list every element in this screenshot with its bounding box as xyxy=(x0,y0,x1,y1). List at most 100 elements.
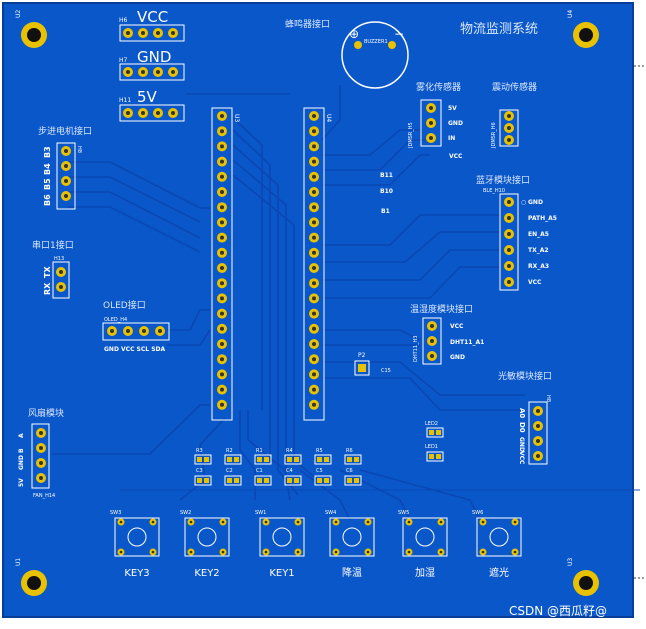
svg-text:D0: D0 xyxy=(518,422,526,433)
resistor xyxy=(314,454,332,465)
test-point-p2: P2 C15 xyxy=(354,352,391,376)
resistor-label: R4 xyxy=(286,448,293,454)
svg-text:BUZZER1: BUZZER1 xyxy=(364,39,388,45)
switch-ref: SW1 xyxy=(255,510,266,516)
svg-text:H11: H11 xyxy=(119,97,131,104)
svg-text:VCC: VCC xyxy=(449,153,463,160)
svg-text:U1: U1 xyxy=(15,558,22,566)
svg-text:H13: H13 xyxy=(54,256,64,262)
svg-text:OLED_H4: OLED_H4 xyxy=(104,317,127,323)
svg-text:U4: U4 xyxy=(567,10,574,18)
svg-text:B3: B3 xyxy=(43,146,52,158)
capacitor xyxy=(314,475,332,486)
svg-text:LED1: LED1 xyxy=(425,444,438,450)
svg-text:GND: GND xyxy=(528,199,543,206)
capacitor xyxy=(254,475,272,486)
svg-text:5V: 5V xyxy=(137,88,158,106)
watermark: CSDN @西瓜籽@ xyxy=(509,604,607,618)
svg-text:5V: 5V xyxy=(18,478,25,487)
svg-text:B5: B5 xyxy=(43,178,52,190)
svg-text:○: ○ xyxy=(521,199,526,206)
svg-text:DHT11_A1: DHT11_A1 xyxy=(450,339,484,346)
capacitor xyxy=(224,475,242,486)
mount-hole-tl: U2 xyxy=(15,10,47,48)
svg-text:⊕: ⊕ xyxy=(349,27,359,41)
svg-text:蜂鸣器接口: 蜂鸣器接口 xyxy=(285,18,330,30)
switch-sw5[interactable]: SW5 加湿 xyxy=(398,510,448,579)
resistor xyxy=(254,454,272,465)
dht-connector: 温湿度模块接口 DHT11_H3 VCC DHT11_A1 GND xyxy=(410,303,484,365)
bluetooth-connector: 蓝牙模块接口 BLE_H10 ○ GND PATH_A5 EN_A5 TX_A2… xyxy=(476,174,557,291)
svg-text:5V: 5V xyxy=(448,105,457,112)
svg-text:B6: B6 xyxy=(43,194,52,206)
switch-label: 降温 xyxy=(342,566,362,579)
resistor-label: R5 xyxy=(316,448,323,454)
svg-text:H8: H8 xyxy=(76,146,82,153)
resistor-label: R2 xyxy=(226,448,233,454)
mcu-header-right: U4 xyxy=(303,107,332,421)
svg-text:U3: U3 xyxy=(233,114,240,122)
resistor xyxy=(344,454,362,465)
svg-text:U3: U3 xyxy=(567,558,574,566)
switch-label: KEY2 xyxy=(194,568,219,579)
svg-text:OLED接口: OLED接口 xyxy=(103,299,146,311)
switch-label: 加湿 xyxy=(415,567,435,579)
svg-text:DHT11_H3: DHT11_H3 xyxy=(413,336,419,362)
light-sensor-connector: 光敏模块接口 H8 A0 D0 GND VCC xyxy=(498,370,552,465)
svg-text:VCC: VCC xyxy=(528,279,542,286)
svg-text:B4: B4 xyxy=(43,163,52,175)
svg-text:PATH_A5: PATH_A5 xyxy=(528,215,557,222)
svg-text:VCC: VCC xyxy=(450,323,464,330)
svg-text:TX_A2: TX_A2 xyxy=(528,247,549,254)
mount-hole-tr: U4 xyxy=(567,10,599,48)
svg-text:H6: H6 xyxy=(119,17,128,24)
svg-text:LED2: LED2 xyxy=(425,421,438,427)
svg-text:A: A xyxy=(18,433,25,438)
svg-text:B: B xyxy=(18,448,25,453)
power-header-vcc: VCC H6 xyxy=(119,8,185,42)
mist-sensor-connector: 雾化传感器 JDMSR_H5 5V GND IN VCC B11 B10 B1 xyxy=(380,81,463,215)
svg-text:GND: GND xyxy=(137,48,171,66)
resistor-label: R6 xyxy=(346,448,353,454)
capacitor-label: C1 xyxy=(256,468,263,474)
mount-hole-bl: U1 xyxy=(15,558,47,596)
svg-text:JDMSR_H6: JDMSR_H6 xyxy=(491,122,497,149)
mount-hole-br: U3 xyxy=(567,558,599,596)
switch-ref: SW6 xyxy=(472,510,483,516)
capacitor-label: C2 xyxy=(226,468,233,474)
switch-label: KEY3 xyxy=(124,568,149,579)
switch-ref: SW5 xyxy=(398,510,409,516)
switch-label: 遮光 xyxy=(489,566,509,579)
capacitor-label: C4 xyxy=(286,468,293,474)
svg-text:串口1接口: 串口1接口 xyxy=(32,239,74,251)
svg-text:EN_A5: EN_A5 xyxy=(528,231,549,238)
switch-sw4[interactable]: SW4 降温 xyxy=(325,510,375,579)
svg-text:FAN_H14: FAN_H14 xyxy=(33,493,55,499)
switch-sw6[interactable]: SW6 遮光 xyxy=(472,510,522,579)
uart-connector: 串口1接口 H13 RX TX xyxy=(32,239,74,299)
svg-text:温湿度模块接口: 温湿度模块接口 xyxy=(410,303,473,315)
switch-ref: SW4 xyxy=(325,510,336,516)
power-header-5v: 5V H11 xyxy=(119,88,185,122)
svg-text:−: − xyxy=(394,27,404,41)
svg-text:风扇模块: 风扇模块 xyxy=(28,407,64,419)
svg-text:GND: GND xyxy=(518,437,525,452)
svg-text:B1: B1 xyxy=(381,208,390,215)
svg-text:步进电机接口: 步进电机接口 xyxy=(38,125,92,137)
svg-text:GND: GND xyxy=(448,120,463,127)
svg-text:蓝牙模块接口: 蓝牙模块接口 xyxy=(476,174,530,186)
capacitor xyxy=(284,475,302,486)
svg-text:H7: H7 xyxy=(119,57,128,64)
resistor xyxy=(224,454,242,465)
board-title: 物流监测系统 xyxy=(460,22,538,37)
fan-connector: 风扇模块 A B GND 5V FAN_H14 xyxy=(18,407,64,499)
svg-text:光敏模块接口: 光敏模块接口 xyxy=(498,370,552,382)
svg-text:RX: RX xyxy=(43,282,52,295)
svg-text:BLE_H10: BLE_H10 xyxy=(483,188,505,194)
